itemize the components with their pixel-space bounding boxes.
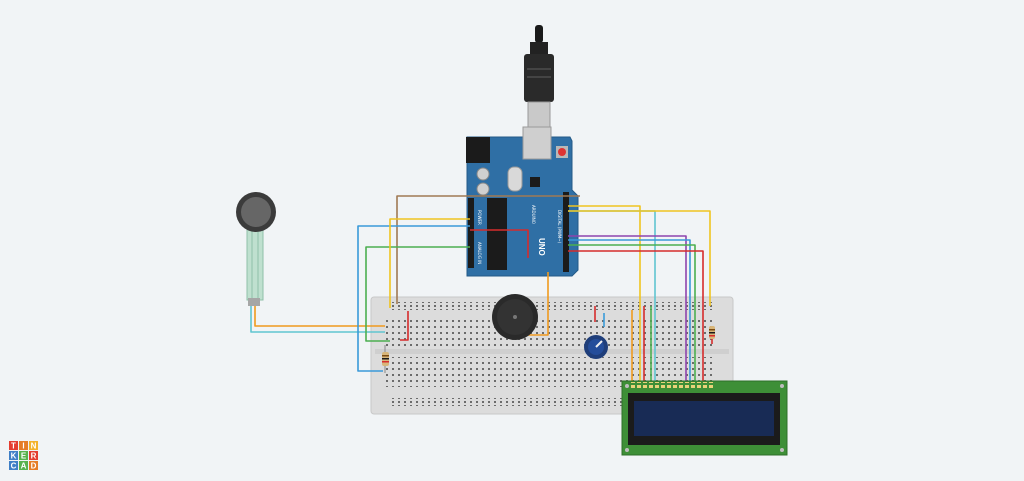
wire-green-analog[interactable] [365,246,470,342]
wire-red-power[interactable] [400,311,409,341]
piezo-buzzer[interactable] [492,294,538,340]
arduino-brand-label: ARDUINO [531,205,536,224]
capacitor-2 [476,182,490,196]
breadboard-top-rail [392,302,712,310]
logo-tile [9,451,18,460]
logo-tile [19,461,28,470]
breadboard-divider [375,349,729,354]
buzzer-hole [513,315,517,319]
arduino-digital-label: DIGITAL (PWM~) [557,210,562,244]
logo-letter: D [31,462,37,471]
logo-tile [29,451,38,460]
wire-blue[interactable] [357,225,470,372]
wire-red-vin[interactable] [470,229,529,258]
logo-tile [9,441,18,450]
logo-letter: I [22,442,24,451]
logo-tile [19,441,28,450]
logo-letter: R [31,452,37,461]
usb-port [522,126,552,160]
lcd-pin-header [630,382,714,388]
logo-letter: T [11,442,16,451]
arduino-uno[interactable]: ARDUINO UNO DIGITAL (PWM~) POWER ANALOG … [466,25,579,277]
breadboard-top-holes [386,316,716,346]
wire-brown[interactable] [396,195,580,304]
wire-yellow-right[interactable] [568,210,711,306]
arduino-analog-label: ANALOG IN [477,242,482,264]
wire-yellow-left[interactable] [389,218,470,308]
logo-letter: N [31,442,37,451]
force-sensor-tail [246,225,264,301]
wire-green-lcd[interactable] [568,244,696,382]
potentiometer-indicator [595,340,603,348]
digital-header [563,192,569,272]
breadboard[interactable] [370,296,734,415]
wire-teal-sensor[interactable] [250,300,385,333]
usb-cable [524,25,554,131]
logo-tile [29,461,38,470]
crystal [507,166,523,192]
logo-letter: C [11,462,17,471]
potentiometer[interactable] [584,335,608,359]
lcd-display[interactable] [621,380,788,456]
power-jack [466,137,490,163]
small-ic [530,177,540,187]
wire-yellow-lcd[interactable] [568,205,641,382]
logo-tile [9,461,18,470]
logo-tile [19,451,28,460]
resistor-left[interactable] [382,345,389,373]
logo-tile [29,441,38,450]
wire-red-lcd[interactable] [568,250,704,382]
arduino-power-label: POWER [477,210,482,225]
wires[interactable] [250,195,713,382]
resistor-right[interactable] [709,326,715,339]
wire-blue-lcd[interactable] [568,239,691,382]
logo-letter: K [11,452,17,461]
atmega-chip [487,198,507,270]
logo-letter: E [21,452,27,461]
lcd-screen [634,401,774,436]
logo-letter: A [21,462,27,471]
wire-purple-lcd[interactable] [568,235,687,382]
wire-orange-sensor[interactable] [254,300,385,327]
force-sensor-pins [248,298,260,306]
power-header [468,198,474,268]
breadboard-bottom-rail [392,398,712,406]
arduino-board-name: UNO [537,238,546,256]
capacitor-1 [476,167,490,181]
force-sensor[interactable] [236,192,276,306]
